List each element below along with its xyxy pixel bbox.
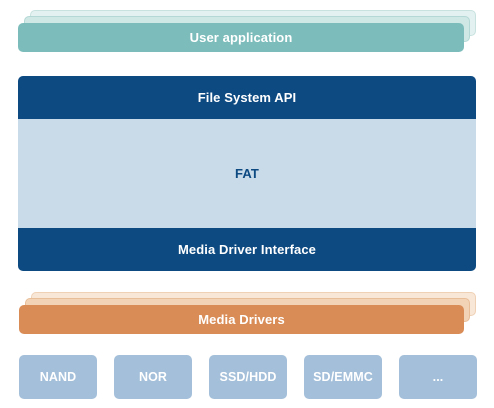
media-driver-interface-label: Media Driver Interface	[177, 242, 317, 257]
storage-more: ...	[399, 355, 477, 399]
file-system-core-block: File System API FAT Media Driver Interfa…	[18, 76, 476, 271]
fat-layer: FAT	[18, 119, 476, 228]
storage-label: NAND	[39, 370, 77, 384]
user-application-layer: User application	[18, 23, 464, 52]
storage-label: NOR	[138, 370, 168, 384]
user-application-label: User application	[189, 30, 293, 45]
fat-label: FAT	[235, 166, 259, 181]
storage-label: ...	[432, 370, 444, 384]
media-drivers-label: Media Drivers	[198, 312, 285, 327]
storage-nor: NOR	[114, 355, 192, 399]
media-driver-interface-layer: Media Driver Interface	[18, 228, 476, 271]
storage-ssd-hdd: SSD/HDD	[209, 355, 287, 399]
storage-nand: NAND	[19, 355, 97, 399]
storage-label: SD/EMMC	[313, 370, 373, 384]
storage-sd-emmc: SD/EMMC	[304, 355, 382, 399]
storage-label: SSD/HDD	[219, 370, 277, 384]
file-system-api-layer: File System API	[18, 76, 476, 119]
media-drivers-layer: Media Drivers	[19, 305, 464, 334]
file-system-api-label: File System API	[197, 90, 297, 105]
